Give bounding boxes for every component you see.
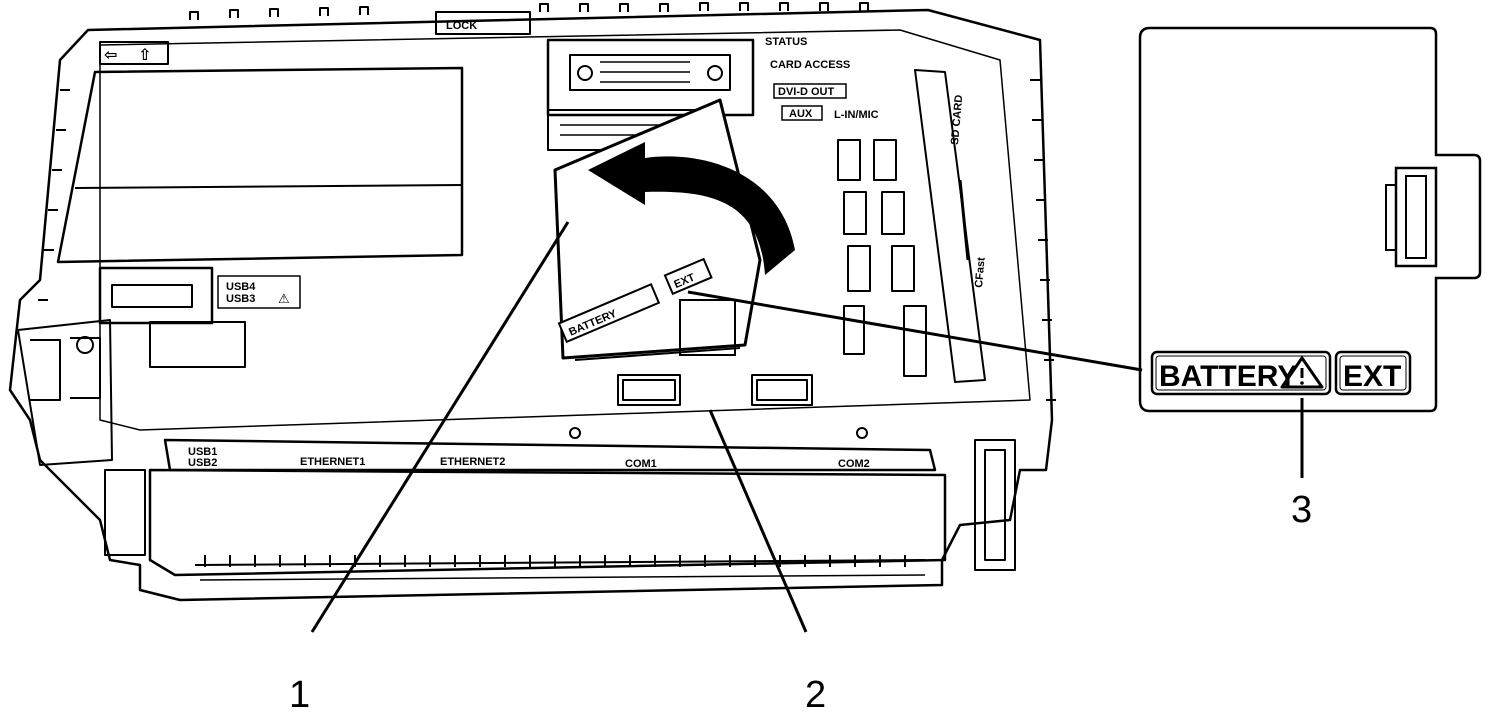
housing-left-ribs	[34, 89, 70, 341]
front-face	[148, 468, 947, 577]
ethernet1-label: ETHERNET1	[300, 456, 365, 468]
housing-outline	[8, 8, 1054, 602]
warning-triangle-icon	[1280, 356, 1324, 389]
usb34-label-box	[217, 275, 301, 309]
status-label: STATUS	[765, 36, 807, 48]
detail-ext-tag	[1334, 350, 1412, 396]
cover-latch	[1394, 166, 1438, 268]
com2-label: COM2	[838, 458, 870, 470]
cover-ext-tag	[663, 257, 713, 296]
cover-battery-tag	[557, 283, 661, 344]
detail-ext-label: EXT	[1343, 360, 1401, 393]
sd-card-label: SD CARD	[949, 94, 965, 145]
right-latch	[974, 439, 1016, 571]
usb1-label: USB1	[188, 446, 217, 458]
arrow-icons-box	[99, 41, 169, 65]
small-connector	[149, 321, 246, 368]
device-body	[8, 2, 1056, 602]
callout-1: 1	[289, 674, 310, 714]
usb-port-block	[98, 266, 214, 325]
l-in-mic-label: L-IN/MIC	[834, 109, 879, 121]
usb4-label: USB4	[226, 281, 256, 293]
housing-top-ribs	[189, 2, 869, 20]
callout-2: 2	[805, 674, 826, 714]
cfast-label: CFast	[973, 256, 988, 288]
bottom-clips	[617, 374, 813, 406]
screen-panel-divider	[74, 184, 463, 189]
lift-direction-arrow	[588, 142, 795, 275]
callout-3: 3	[1291, 489, 1312, 531]
vent-slots	[837, 139, 927, 377]
usb3-warning-icon: ⚠	[278, 291, 290, 306]
housing-right-ribs	[1030, 79, 1056, 401]
detail-cover: BATTERY EXT	[1138, 26, 1482, 413]
usb2-label: USB2	[188, 457, 217, 469]
lock-label: LOCK	[446, 20, 477, 32]
left-bottom-latch	[104, 469, 146, 556]
screen-back-panel	[56, 66, 464, 264]
detail-battery-label: BATTERY	[1159, 360, 1297, 393]
port-strip-frame	[163, 438, 937, 472]
left-latch	[17, 319, 113, 466]
arrow-left-icon: ⇦	[104, 47, 117, 64]
usb3-label: USB3	[226, 293, 255, 305]
card-access-label: CARD ACCESS	[770, 59, 850, 71]
com1-label: COM1	[625, 458, 657, 470]
arrow-up-icon: ⇧	[138, 47, 151, 64]
battery-cover-lifted: BATTERY EXT	[553, 98, 762, 361]
lock-badge	[435, 11, 531, 35]
leader-2	[708, 409, 808, 633]
leader-lines	[310, 221, 1304, 633]
dvi-connector	[546, 38, 755, 117]
leader-1	[310, 221, 570, 633]
leader-detail	[687, 290, 1143, 372]
inner-panel-border	[99, 29, 1031, 431]
aux-label: AUX	[789, 108, 813, 120]
sd-card-slot	[914, 69, 986, 383]
ethernet2-label: ETHERNET2	[440, 456, 505, 468]
dvi-d-out-label: DVI-D OUT	[778, 86, 835, 98]
device-labels: LOCK ⇦ ⇧ STATUS CARD ACCESS DVI-D OUT AU…	[104, 20, 988, 470]
